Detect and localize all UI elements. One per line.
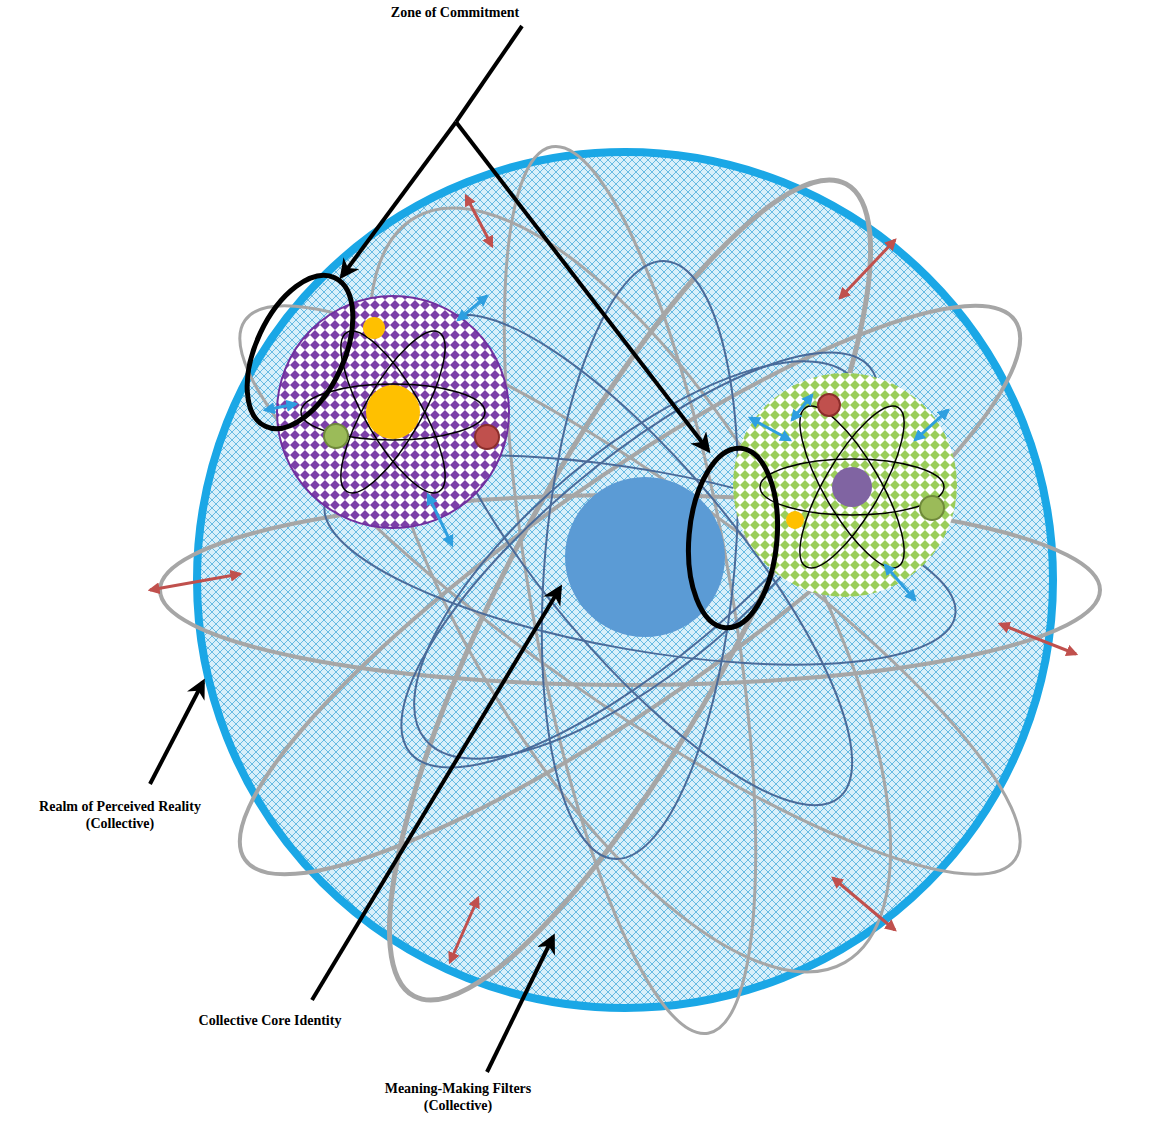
callout-label: Collective Core Identity (155, 1012, 385, 1029)
callout-label: Zone of Commitment (345, 4, 565, 21)
planets (324, 317, 944, 529)
leader-arrows (150, 26, 708, 1072)
commitment-zones (225, 259, 784, 631)
realm-circle (197, 152, 1053, 1008)
blue-orbits (309, 253, 971, 867)
gray-orbits (160, 128, 1100, 1053)
red-double-arrows (150, 196, 1076, 962)
sphere-orbits (301, 318, 944, 580)
callout-label: Realm of Perceived Reality (Collective) (20, 798, 220, 832)
green-sphere (733, 373, 957, 597)
blue-double-arrows (265, 296, 948, 600)
callout-label: Meaning-Making Filters (Collective) (368, 1080, 548, 1114)
